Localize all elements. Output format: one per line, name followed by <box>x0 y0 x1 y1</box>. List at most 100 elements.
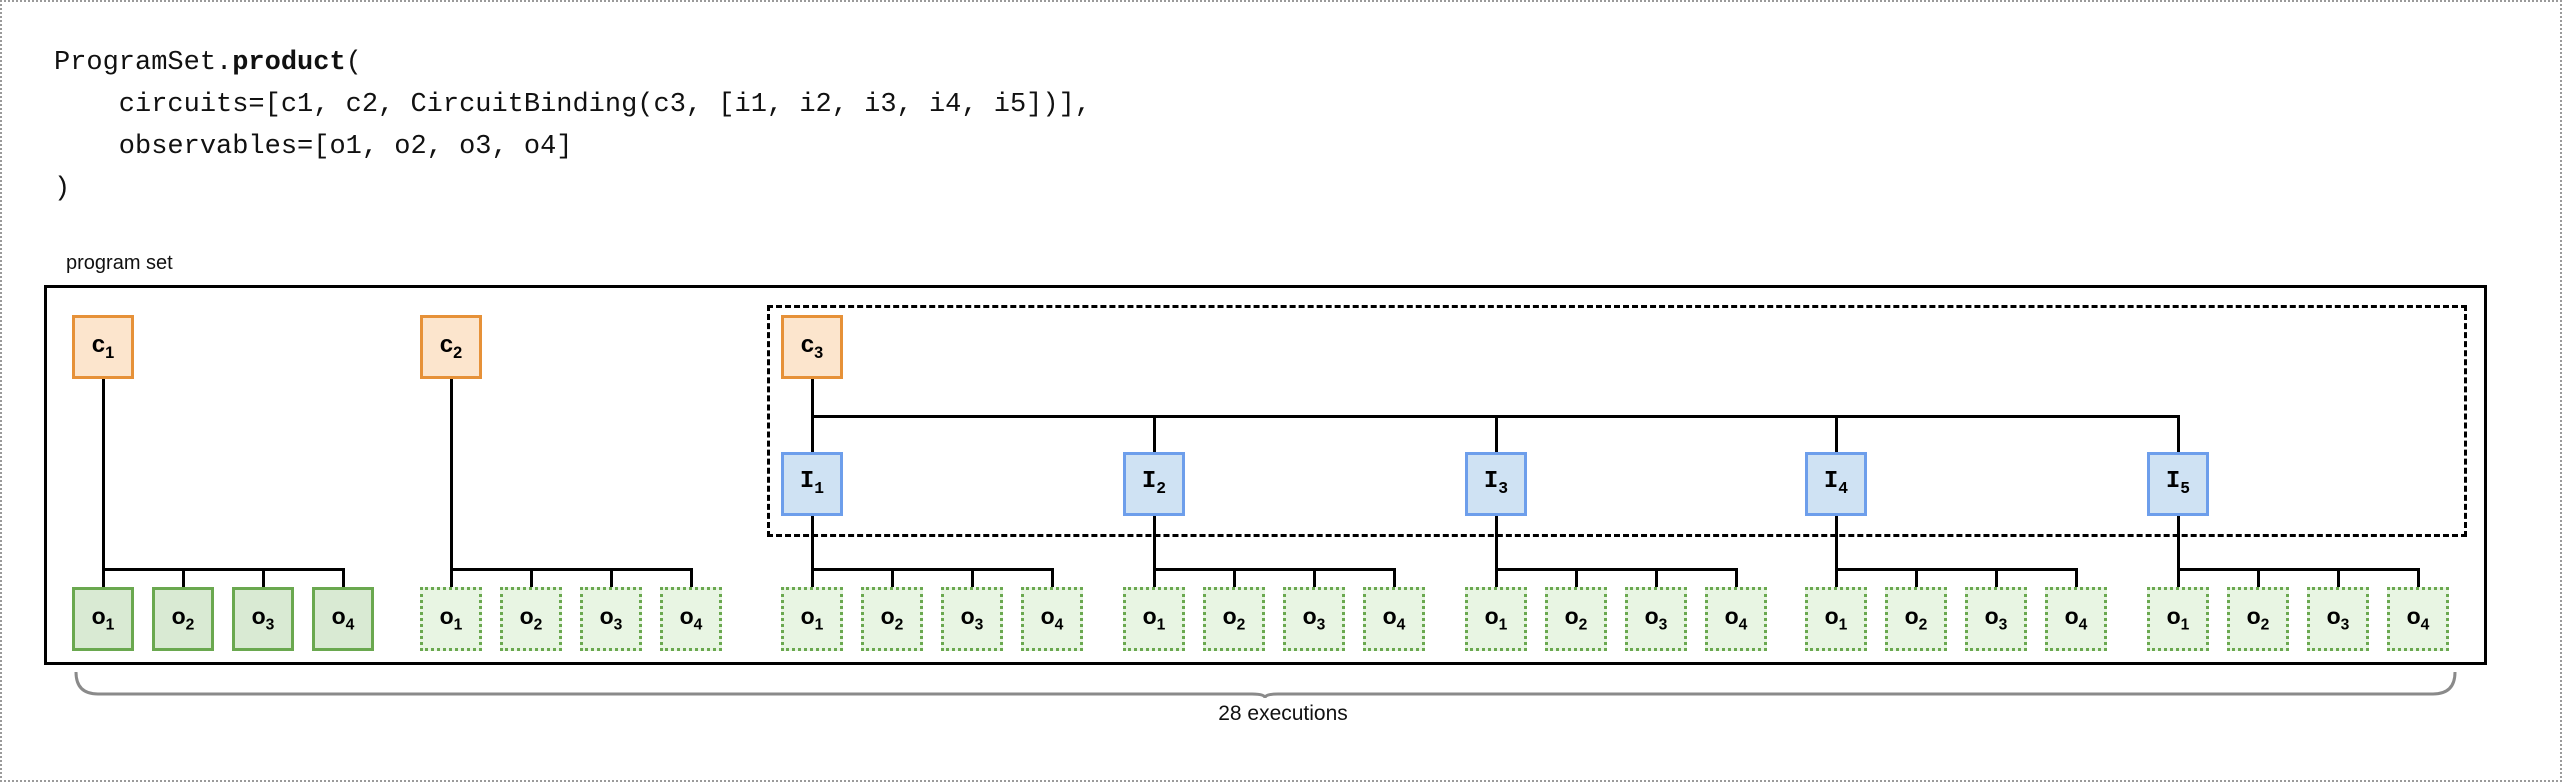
binding-node-I2-label: I2 <box>1141 468 1167 499</box>
observable-drop <box>2417 568 2420 587</box>
observable-node-I5-o3[interactable]: o3 <box>2307 587 2369 651</box>
observable-node-c1-o4[interactable]: o4 <box>312 587 374 651</box>
observable-node-c1-o3[interactable]: o3 <box>232 587 294 651</box>
circuit-node-c1-label: c1 <box>91 330 115 362</box>
observable-drop <box>1735 568 1738 587</box>
observable-node-I1-o2[interactable]: o2 <box>861 587 923 651</box>
observable-node-I4-o2-label: o2 <box>1904 602 1928 634</box>
binding-node-I3[interactable]: I3 <box>1465 452 1527 516</box>
code-line-3: observables=[o1, o2, o3, o4] <box>54 132 573 162</box>
stem-I3 <box>1495 516 1498 568</box>
observable-bus-I3 <box>1495 568 1737 571</box>
observable-node-c2-o1[interactable]: o1 <box>420 587 482 651</box>
observable-node-c2-o3[interactable]: o3 <box>580 587 642 651</box>
observable-node-I2-o1[interactable]: o1 <box>1123 587 1185 651</box>
observable-drop <box>2337 568 2340 587</box>
execution-brace <box>74 671 2457 699</box>
observable-node-c1-o3-label: o3 <box>251 602 275 634</box>
observable-drop <box>1233 568 1236 587</box>
observable-node-I5-o4-label: o4 <box>2406 602 2430 634</box>
observable-node-c2-o2-label: o2 <box>519 602 543 634</box>
observable-node-I3-o1-label: o1 <box>1484 602 1508 634</box>
observable-drop <box>1915 568 1918 587</box>
stem-I2 <box>1153 516 1156 568</box>
binding-node-I5-label: I5 <box>2165 468 2191 499</box>
observable-drop <box>1995 568 1998 587</box>
program-set-label: program set <box>66 252 173 274</box>
stem-I1 <box>811 516 814 568</box>
code-method-name: product <box>232 48 346 78</box>
observable-drop <box>1835 568 1838 587</box>
observable-node-I2-o3-label: o3 <box>1302 602 1326 634</box>
observable-node-I2-o3[interactable]: o3 <box>1283 587 1345 651</box>
observable-node-I4-o4[interactable]: o4 <box>2045 587 2107 651</box>
observable-node-c2-o3-label: o3 <box>599 602 623 634</box>
code-block: ProgramSet.product( circuits=[c1, c2, Ci… <box>54 42 1091 210</box>
circuit-node-c2[interactable]: c2 <box>420 315 482 379</box>
observable-drop <box>182 568 185 587</box>
binding-node-I2[interactable]: I2 <box>1123 452 1185 516</box>
observable-bus-I2 <box>1153 568 1395 571</box>
observable-node-I5-o2[interactable]: o2 <box>2227 587 2289 651</box>
observable-node-c1-o1[interactable]: o1 <box>72 587 134 651</box>
circuit-node-c1[interactable]: c1 <box>72 315 134 379</box>
binding-node-I4[interactable]: I4 <box>1805 452 1867 516</box>
observable-drop <box>690 568 693 587</box>
observable-node-I1-o3[interactable]: o3 <box>941 587 1003 651</box>
observable-drop <box>1495 568 1498 587</box>
observable-drop <box>811 568 814 587</box>
circuit-node-c3[interactable]: c3 <box>781 315 843 379</box>
observable-node-I2-o1-label: o1 <box>1142 602 1166 634</box>
observable-node-I3-o1[interactable]: o1 <box>1465 587 1527 651</box>
observable-node-I3-o2[interactable]: o2 <box>1545 587 1607 651</box>
observable-node-I4-o3[interactable]: o3 <box>1965 587 2027 651</box>
binding-drop-I3 <box>1495 415 1498 452</box>
observable-drop <box>1655 568 1658 587</box>
observable-node-I5-o4[interactable]: o4 <box>2387 587 2449 651</box>
stem-I4 <box>1835 516 1838 568</box>
binding-node-I1-label: I1 <box>799 468 825 499</box>
observable-node-I4-o3-label: o3 <box>1984 602 2008 634</box>
observable-node-I1-o4[interactable]: o4 <box>1021 587 1083 651</box>
binding-drop-I1 <box>811 415 814 452</box>
observable-node-I2-o4[interactable]: o4 <box>1363 587 1425 651</box>
observable-bus-c1 <box>102 568 344 571</box>
observable-node-I2-o2[interactable]: o2 <box>1203 587 1265 651</box>
binding-drop-I4 <box>1835 415 1838 452</box>
binding-drop-I2 <box>1153 415 1156 452</box>
binding-node-I1[interactable]: I1 <box>781 452 843 516</box>
observable-node-I1-o1-label: o1 <box>800 602 824 634</box>
observable-node-I4-o4-label: o4 <box>2064 602 2088 634</box>
observable-drop <box>1313 568 1316 587</box>
observable-node-c2-o2[interactable]: o2 <box>500 587 562 651</box>
observable-drop <box>102 568 105 587</box>
observable-drop <box>2257 568 2260 587</box>
observable-bus-I4 <box>1835 568 2077 571</box>
observable-node-I2-o2-label: o2 <box>1222 602 1246 634</box>
circuit-binding-region <box>767 305 2467 537</box>
observable-node-c1-o4-label: o4 <box>331 602 355 634</box>
observable-node-I4-o1[interactable]: o1 <box>1805 587 1867 651</box>
code-line-1: ProgramSet.product( <box>54 48 362 78</box>
binding-node-I4-label: I4 <box>1823 468 1849 499</box>
c3-stem <box>811 379 814 415</box>
observable-node-I3-o4[interactable]: o4 <box>1705 587 1767 651</box>
observable-node-c2-o4[interactable]: o4 <box>660 587 722 651</box>
observable-node-I3-o3[interactable]: o3 <box>1625 587 1687 651</box>
execution-caption: 28 executions <box>2 702 2560 726</box>
observable-node-c1-o2[interactable]: o2 <box>152 587 214 651</box>
stem-I5 <box>2177 516 2180 568</box>
observable-drop <box>610 568 613 587</box>
observable-node-I1-o1[interactable]: o1 <box>781 587 843 651</box>
observable-node-I5-o1-label: o1 <box>2166 602 2190 634</box>
binding-node-I5[interactable]: I5 <box>2147 452 2209 516</box>
code-line-1-pre: ProgramSet. <box>54 48 233 78</box>
observable-node-I5-o2-label: o2 <box>2246 602 2270 634</box>
observable-drop <box>530 568 533 587</box>
observable-node-I4-o2[interactable]: o2 <box>1885 587 1947 651</box>
observable-node-I5-o1[interactable]: o1 <box>2147 587 2209 651</box>
observable-drop <box>1153 568 1156 587</box>
observable-node-c1-o1-label: o1 <box>91 602 115 634</box>
observable-bus-c2 <box>450 568 692 571</box>
